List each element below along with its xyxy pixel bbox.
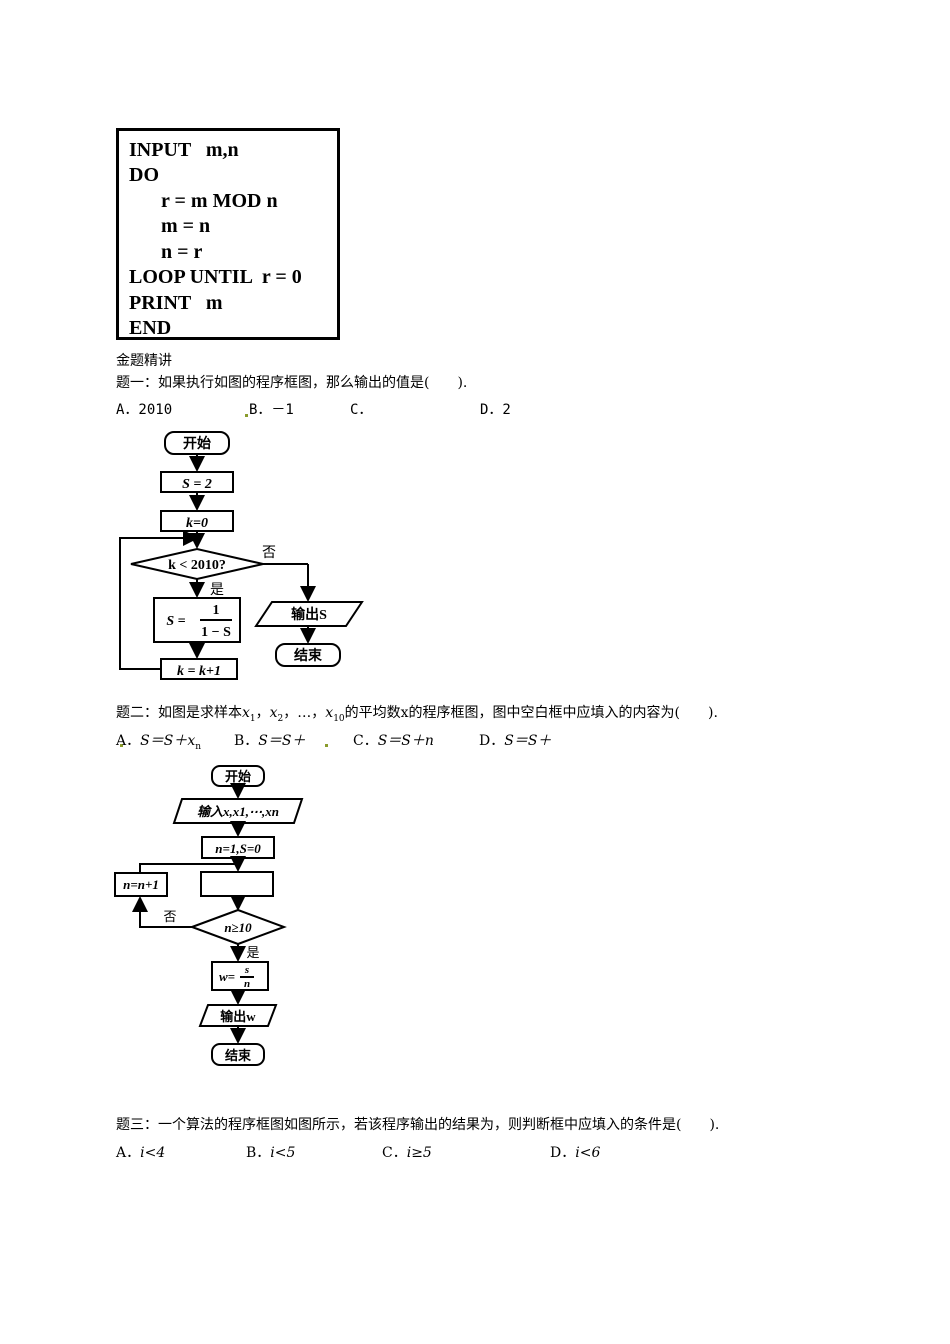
code-line-mod: r = m MOD n — [161, 190, 278, 212]
q2-option-a-x: x — [187, 733, 196, 749]
q3-option-d: D．i<6 — [550, 1144, 600, 1162]
q1-option-d: D．2 — [480, 402, 511, 418]
q3-option-b-expr: i<5 — [270, 1145, 296, 1161]
decorative-dot — [120, 744, 123, 747]
q2-output-label: 输出w — [220, 1009, 256, 1024]
q2-comma: ， — [255, 705, 270, 721]
q2-x10-sub: 10 — [333, 713, 345, 724]
q1-end-node — [275, 643, 341, 667]
q2-stem: 题二：如图是求样本x1，x2，…，x10的平均数x的程序框图，图中空白框中应填入… — [116, 704, 718, 728]
q2-input-label: 输入x,x1,⋯,xn — [197, 804, 279, 819]
q2-option-c: C．S＝S＋n — [353, 732, 434, 750]
q1-k-increment-label: k = k+1 — [177, 664, 221, 679]
q2-x1: x — [242, 705, 250, 721]
code-line-do: DO — [129, 164, 159, 186]
q3-option-b: B．i<5 — [246, 1144, 295, 1162]
q2-option-d-expr: S＝S＋ — [504, 733, 552, 749]
q1-end-label: 结束 — [294, 647, 323, 664]
q2-option-a-expr: S＝S＋ — [140, 733, 188, 749]
q2-init-label: n=1,S=0 — [215, 841, 261, 856]
q2-input-box — [172, 798, 304, 824]
q1-output-label: 输出S — [291, 606, 327, 623]
q1-assign-denominator: 1 − S — [201, 625, 231, 640]
q2-x10: x — [325, 705, 334, 721]
q2-yes-label: 是 — [246, 945, 259, 960]
q2-blank-box[interactable] — [200, 871, 274, 897]
q1-stem: 题一：如果执行如图的程序框图，那么输出的值是( ). — [116, 375, 468, 391]
code-line-print: PRINT m — [129, 292, 223, 314]
q2-flowchart: 开始 输入x,x1,⋯,xn n=1,S=0 n=n+1 否 n≥10 是 w=… — [114, 765, 304, 1066]
q3-option-a-letter: A． — [116, 1145, 141, 1161]
q2-output-box — [198, 1004, 278, 1027]
q2-option-c-expr: S＝S＋n — [377, 733, 434, 749]
q2-option-b-letter: B． — [234, 733, 259, 749]
q1-assign-lhs: S = — [166, 614, 185, 629]
q1-no-label: 否 — [262, 546, 276, 561]
q2-n-increment-label: n=n+1 — [123, 877, 159, 892]
q2-end-label: 结束 — [225, 1048, 252, 1063]
q1-s-init-label: S = 2 — [182, 477, 212, 492]
q1-k-init-label: k=0 — [186, 516, 208, 531]
code-line-n-assign: n = r — [161, 241, 203, 263]
q1-condition-label: k < 2010? — [168, 558, 226, 573]
section-title: 金题精讲 — [116, 353, 172, 369]
code-line-m-assign: m = n — [161, 215, 211, 237]
q2-option-d: D．S＝S＋ — [479, 732, 551, 750]
q2-condition-label: n≥10 — [224, 920, 252, 935]
q2-x2: x — [269, 705, 278, 721]
q3-option-c-expr: i≥5 — [406, 1145, 432, 1161]
q3-option-b-letter: B． — [246, 1145, 271, 1161]
q1-yes-label: 是 — [210, 583, 224, 598]
q2-ellipsis: ，…， — [283, 705, 326, 721]
q2-stem-start: 题二：如图是求样本 — [116, 705, 242, 721]
q2-x2-sub: 2 — [277, 713, 284, 724]
q3-option-a-expr: i<4 — [140, 1145, 166, 1161]
q2-w-denominator: n — [244, 978, 250, 990]
q2-w-numerator: s — [244, 964, 249, 976]
q3-option-c-letter: C． — [382, 1145, 407, 1161]
q2-option-a: A．S＝S＋xn — [116, 732, 201, 756]
q1-assign-numerator: 1 — [213, 603, 220, 618]
q3-option-a: A．i<4 — [116, 1144, 165, 1162]
q2-no-label: 否 — [163, 909, 176, 924]
q3-option-d-expr: i<6 — [575, 1145, 601, 1161]
q2-option-a-sub: n — [195, 741, 202, 752]
q2-option-b-expr: S＝S＋ — [258, 733, 306, 749]
code-line-end: END — [129, 317, 172, 339]
q2-stem-end: 的平均数x的程序框图，图中空白框中应填入的内容为( ). — [344, 705, 718, 721]
q1-option-c: C． — [350, 402, 373, 418]
decorative-dot — [325, 744, 328, 747]
q1-flowchart: 开始 S = 2 k=0 k < 2010? 否 是 S = 1 1 − S k… — [119, 431, 364, 680]
code-line-input: INPUT m,n — [129, 139, 239, 161]
q2-start-label: 开始 — [225, 769, 251, 784]
q2-w-lhs: w= — [219, 969, 235, 984]
q1-output-box — [254, 601, 364, 627]
q2-option-a-letter: A． — [116, 733, 141, 749]
code-line-loop-until: LOOP UNTIL r = 0 — [129, 266, 302, 288]
decorative-dot — [245, 414, 248, 417]
q3-option-d-letter: D． — [550, 1145, 576, 1161]
q1-option-a: A．2010 — [116, 402, 173, 418]
q3-option-c: C．i≥5 — [382, 1144, 432, 1162]
q3-stem: 题三：一个算法的程序框图如图所示，若该程序输出的结果为，则判断框中应填入的条件是… — [116, 1117, 720, 1133]
q2-option-b: B．S＝S＋ — [234, 732, 305, 750]
code-listing-box: INPUT m,n DO r = m MOD n m = n n = r LOO… — [116, 128, 340, 340]
q1-start-label: 开始 — [183, 435, 211, 452]
q2-x1-sub: 1 — [249, 713, 256, 724]
q2-condition-diamond — [189, 908, 287, 946]
q2-option-d-letter: D． — [479, 733, 505, 749]
q2-end-node — [211, 1043, 265, 1066]
q2-option-c-letter: C． — [353, 733, 378, 749]
q1-option-b: B．－1 — [249, 402, 294, 418]
